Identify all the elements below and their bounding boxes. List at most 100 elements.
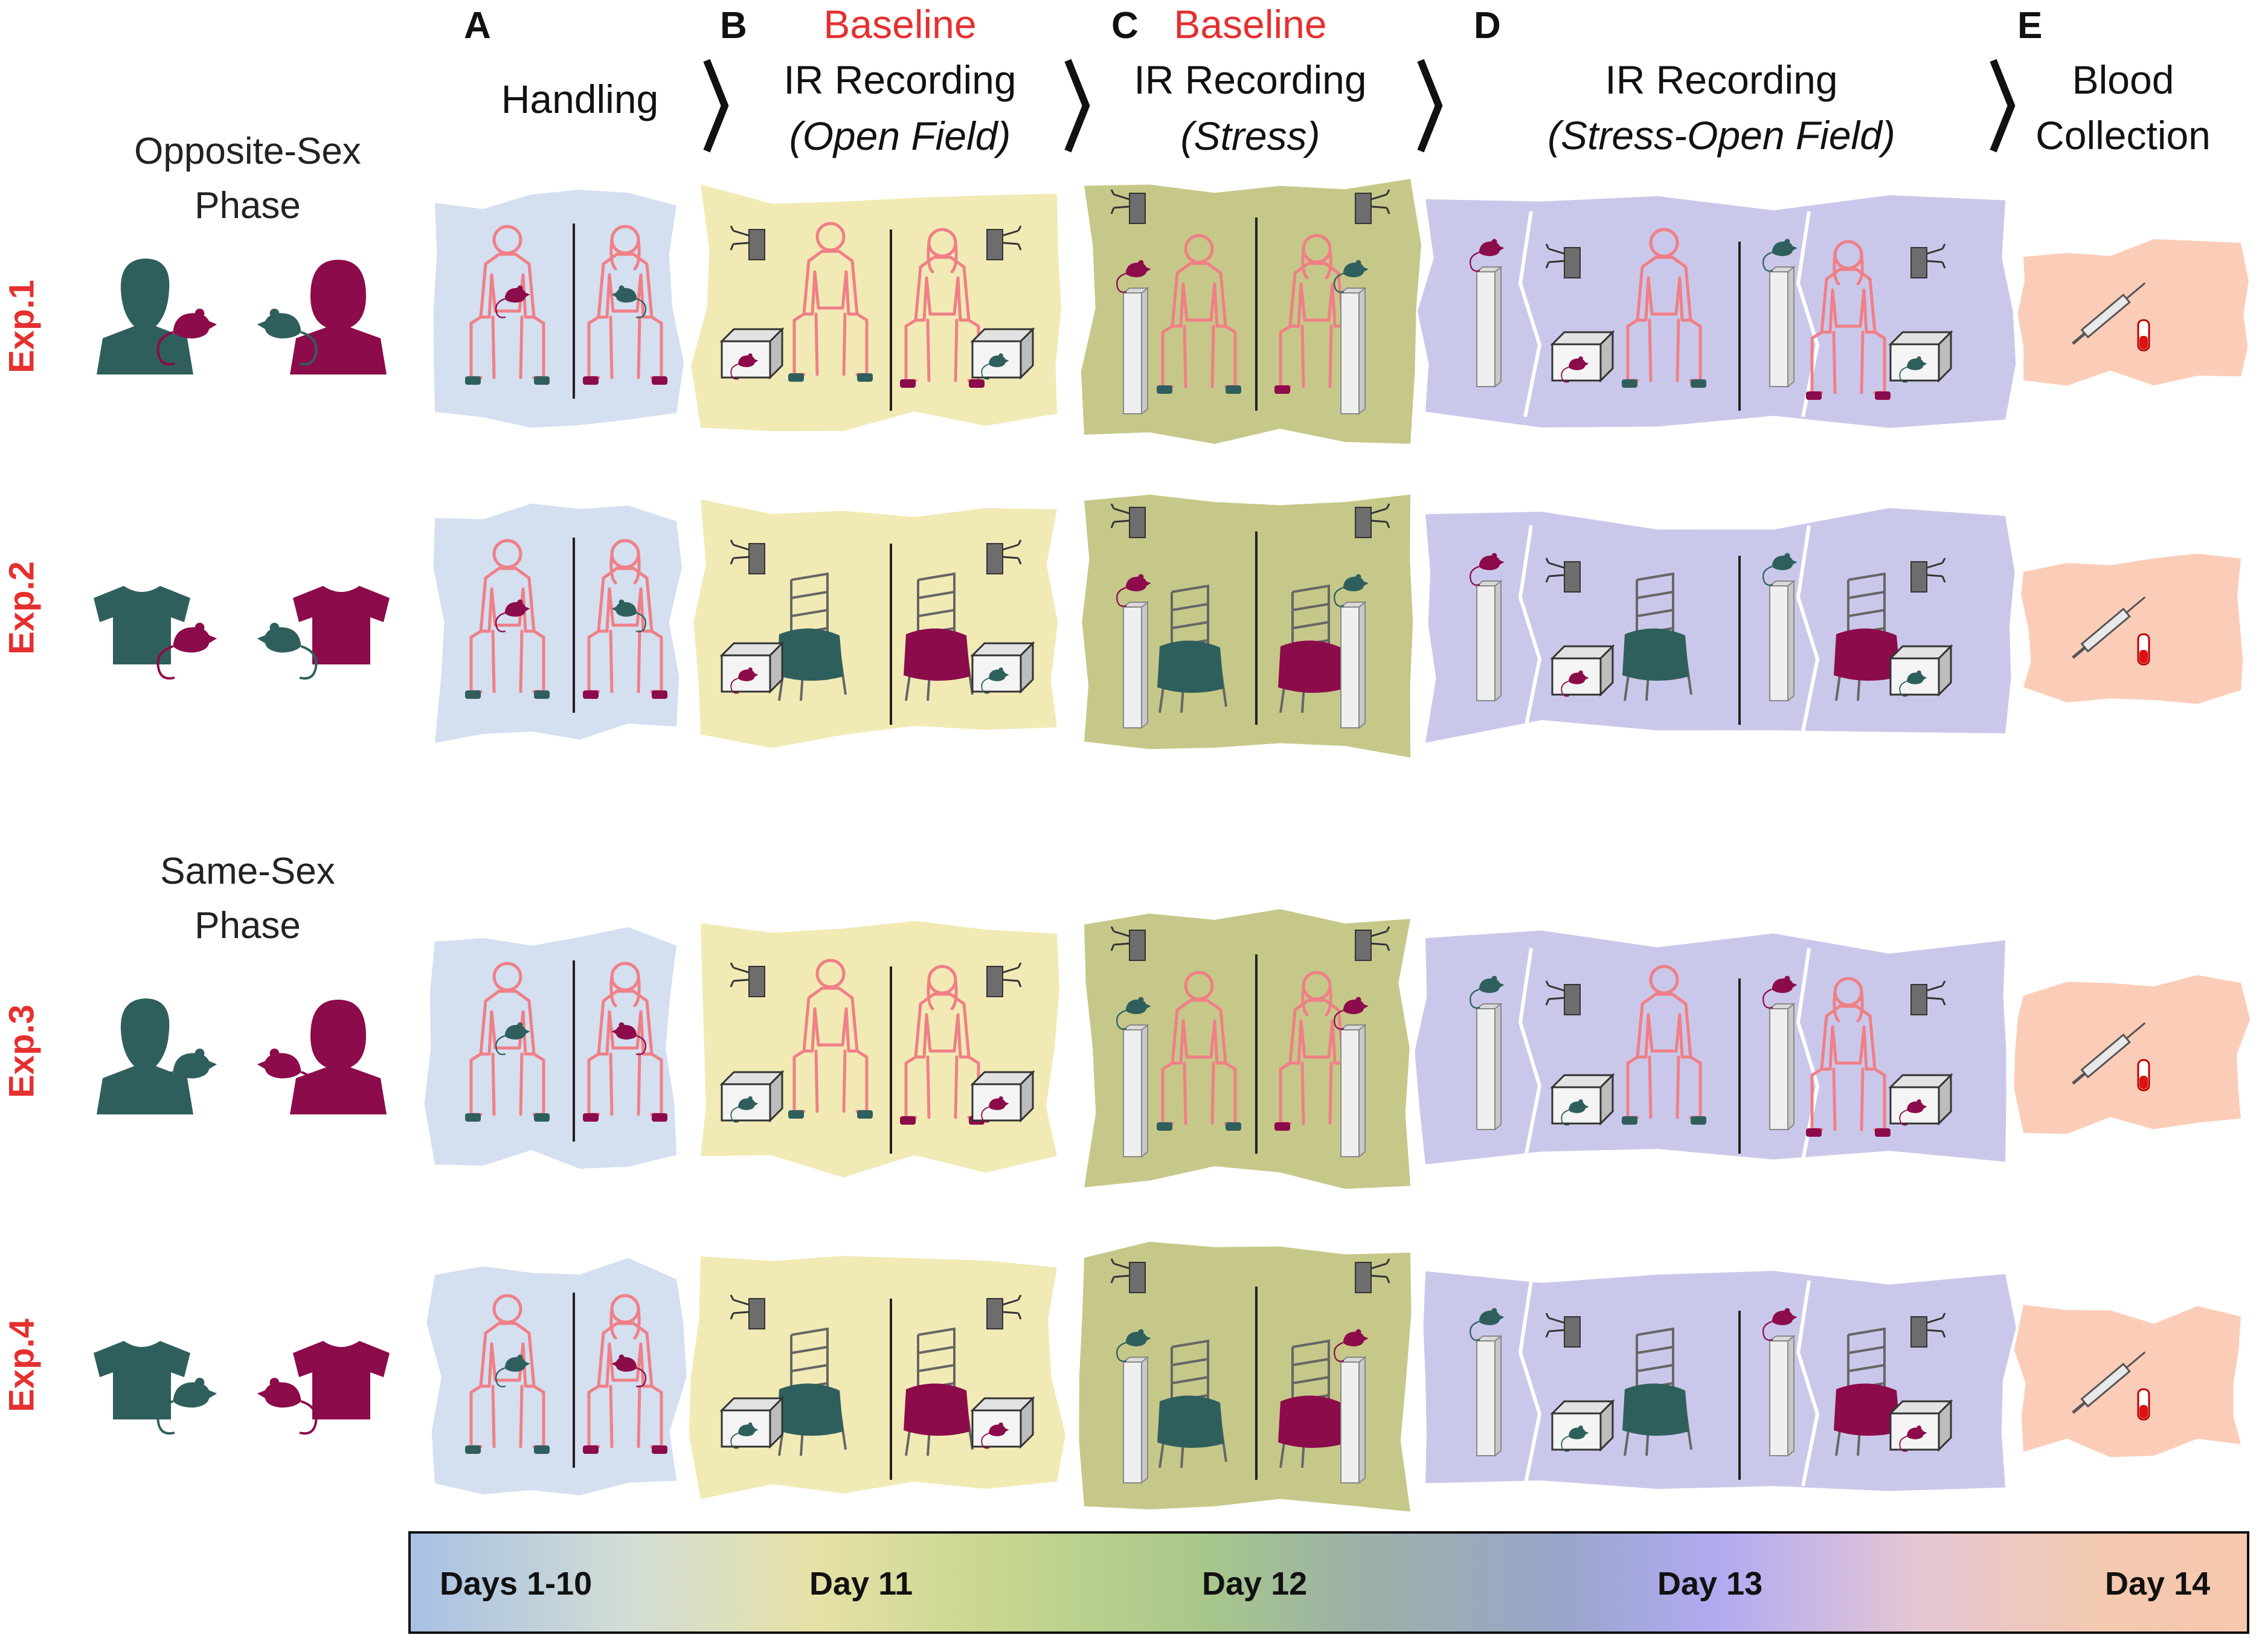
rat-icon bbox=[257, 623, 318, 680]
stress-platform bbox=[1768, 1002, 1796, 1131]
rat-ear bbox=[748, 667, 753, 672]
person-shoe bbox=[900, 379, 916, 388]
camera-mount bbox=[1002, 962, 1022, 988]
person-shoe bbox=[1875, 1128, 1891, 1137]
camera-mount bbox=[1545, 558, 1565, 583]
rat-icon bbox=[1116, 574, 1151, 607]
rat-body bbox=[611, 288, 637, 303]
chair-with-shirt bbox=[1157, 584, 1227, 713]
ir-camera-icon bbox=[1910, 558, 1946, 593]
rat-ear bbox=[748, 353, 753, 358]
camera-mount bbox=[1545, 980, 1565, 1006]
step-chevron-icon bbox=[1990, 59, 2016, 153]
rat-tail bbox=[1334, 1342, 1345, 1362]
camera-mount bbox=[1110, 503, 1130, 529]
platform-top bbox=[1475, 1003, 1503, 1009]
platform-top bbox=[1339, 602, 1367, 608]
rat-tail bbox=[1561, 1436, 1570, 1452]
camera-body bbox=[1564, 247, 1581, 278]
rat-ear bbox=[1138, 997, 1144, 1003]
rat-body bbox=[611, 1357, 637, 1372]
timeline-day-13: Day 13 bbox=[1657, 1566, 1763, 1602]
platform-side bbox=[1494, 1334, 1502, 1458]
rat-ear bbox=[998, 353, 1003, 358]
handling-panel bbox=[433, 503, 682, 743]
blood-tube-icon bbox=[2137, 1388, 2150, 1421]
silhouette-shape bbox=[290, 1000, 387, 1114]
rat-ear bbox=[517, 1022, 523, 1028]
rat-icon bbox=[156, 1049, 217, 1106]
step-chevron-icon bbox=[703, 59, 729, 153]
rat-body bbox=[988, 1098, 1009, 1110]
blood-collection-panel bbox=[2014, 1305, 2241, 1458]
person-shoe bbox=[652, 1113, 667, 1122]
rat-body bbox=[1772, 978, 1798, 993]
camera-mount bbox=[1926, 558, 1946, 583]
stress-subtitle: (Stress) bbox=[1180, 113, 1320, 158]
person-shoe bbox=[788, 1110, 804, 1119]
camera-body bbox=[1129, 930, 1146, 961]
tshirt-icon bbox=[293, 1341, 390, 1419]
rat-body bbox=[1343, 1331, 1369, 1346]
step-letter-d: D bbox=[1474, 5, 1501, 47]
person-shoe bbox=[1157, 1122, 1172, 1131]
silhouette-shape bbox=[97, 259, 193, 374]
rat-body bbox=[988, 355, 1009, 367]
platform-side bbox=[1358, 600, 1366, 730]
rat-ear bbox=[1917, 1099, 1921, 1104]
rat-tail bbox=[1899, 681, 1908, 697]
camera-mount bbox=[1545, 243, 1565, 269]
male-silhouette-icon bbox=[97, 259, 193, 374]
person-legs bbox=[792, 312, 869, 376]
step-title-handling: Handling bbox=[489, 71, 670, 127]
rat-tail bbox=[1899, 367, 1908, 383]
subject-female bbox=[900, 228, 985, 388]
person-shoe bbox=[1875, 391, 1891, 400]
camera-body bbox=[1129, 507, 1146, 538]
rat-tail bbox=[495, 612, 506, 632]
camera-mount bbox=[730, 539, 750, 565]
rat-tail bbox=[1334, 1009, 1345, 1030]
rat-icon bbox=[1561, 1099, 1589, 1126]
platform-side bbox=[1358, 286, 1366, 416]
rat-body bbox=[988, 669, 1009, 681]
rat-tail bbox=[1470, 565, 1480, 586]
tshirt-shape bbox=[94, 1341, 190, 1419]
platform-front bbox=[1340, 1361, 1360, 1483]
rat-tail bbox=[1470, 988, 1480, 1009]
ir-camera-icon bbox=[986, 225, 1022, 260]
person-legs bbox=[469, 1384, 545, 1448]
subject-male bbox=[1157, 971, 1241, 1131]
ir-camera-icon bbox=[1545, 243, 1581, 278]
person-shoe bbox=[465, 376, 481, 385]
rat-body bbox=[1343, 576, 1369, 591]
tube-blood bbox=[2139, 1405, 2148, 1418]
stress-platform bbox=[1122, 1355, 1149, 1485]
person-shoe bbox=[1691, 379, 1706, 388]
camera-mount bbox=[730, 225, 750, 251]
camera-body bbox=[1910, 1316, 1927, 1348]
silhouette-shape bbox=[290, 260, 387, 374]
rat-icon bbox=[1561, 1425, 1589, 1452]
rat-ear bbox=[1491, 553, 1497, 559]
rat-tail bbox=[1561, 367, 1570, 383]
rat-ear bbox=[1355, 1329, 1361, 1335]
platform-side bbox=[1358, 1355, 1366, 1485]
rat-icon bbox=[981, 1096, 1009, 1123]
ir-camera-icon bbox=[1355, 503, 1390, 538]
rat-body bbox=[1906, 1427, 1927, 1439]
phase-line2: Phase bbox=[194, 904, 301, 947]
stress-panel bbox=[1082, 494, 1413, 758]
camera-mount bbox=[1926, 1313, 1946, 1338]
person-legs bbox=[1626, 1055, 1702, 1119]
step-letter-b: B bbox=[720, 5, 747, 47]
rat-tail bbox=[730, 678, 739, 694]
platform-side bbox=[1141, 1355, 1148, 1485]
phase-label-same-sex: Same-Sex Phase bbox=[97, 844, 399, 953]
tube-blood bbox=[2139, 1076, 2148, 1089]
panel-seam bbox=[1518, 211, 1542, 417]
rat-icon bbox=[730, 1422, 759, 1449]
stress-open-field-panel bbox=[1425, 507, 2015, 743]
chair-with-shirt bbox=[1622, 1327, 1692, 1456]
